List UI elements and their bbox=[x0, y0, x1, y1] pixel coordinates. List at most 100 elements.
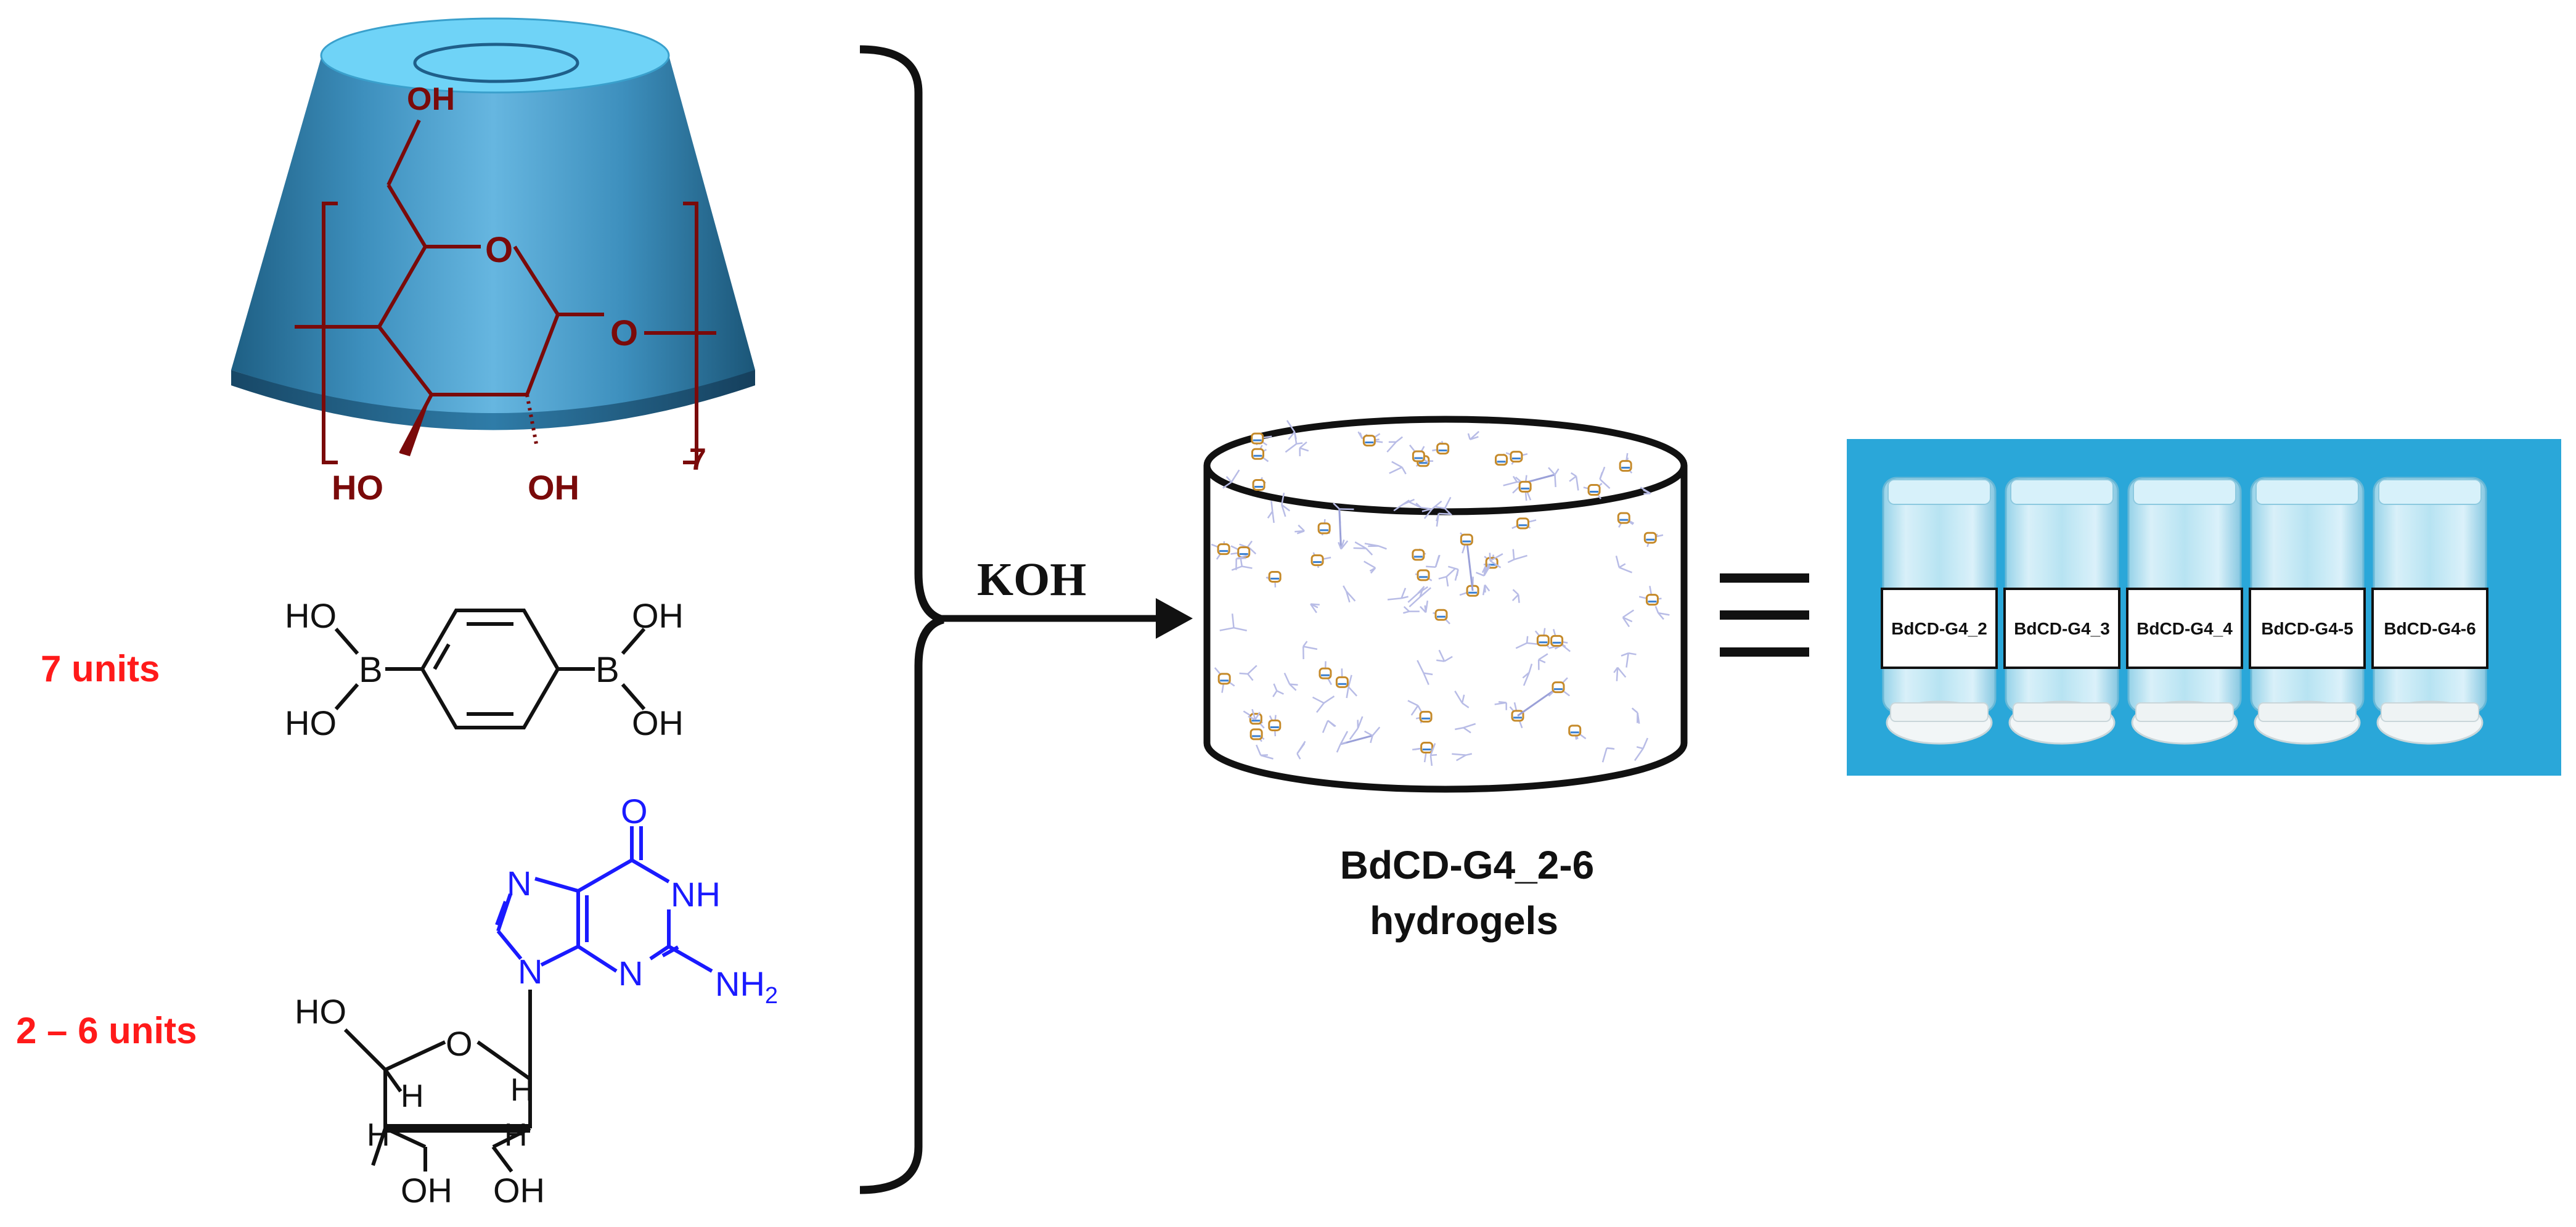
network-strand bbox=[1387, 597, 1402, 601]
network-strand bbox=[1570, 472, 1577, 477]
atom-n9: N bbox=[518, 952, 542, 991]
network-strand bbox=[1286, 420, 1296, 433]
atom-o-link: O bbox=[610, 313, 638, 353]
cyclodextrin-node bbox=[1550, 634, 1564, 647]
network-strand bbox=[1339, 731, 1349, 745]
network-strand bbox=[1445, 568, 1456, 578]
network-strand bbox=[1345, 591, 1351, 603]
network-strand bbox=[1417, 586, 1425, 594]
network-strand bbox=[1456, 569, 1459, 577]
network-strand bbox=[1456, 754, 1466, 761]
network-strand bbox=[1303, 646, 1318, 650]
network-strand bbox=[1421, 507, 1433, 512]
atom-ho-bottom-left: HO bbox=[285, 704, 337, 742]
network-strand bbox=[1241, 565, 1253, 569]
cyclodextrin-node bbox=[1434, 609, 1448, 621]
network-strand bbox=[1327, 720, 1336, 728]
network-strand bbox=[1513, 554, 1527, 560]
network-strand bbox=[1407, 700, 1418, 707]
network-strand bbox=[1636, 746, 1643, 750]
atom-oh-top-right: OH bbox=[632, 596, 684, 635]
reaction-arrow-head bbox=[1156, 598, 1193, 639]
network-strand bbox=[1312, 696, 1325, 704]
product-caption-line2: hydrogels bbox=[1370, 898, 1558, 943]
cyclodextrin-cone bbox=[231, 17, 755, 430]
vial-cap bbox=[1890, 702, 1989, 722]
network-strand bbox=[1431, 500, 1442, 510]
cyclodextrin-node bbox=[1645, 594, 1659, 606]
network-strand bbox=[1248, 715, 1256, 721]
cyclodextrin-node bbox=[1536, 634, 1550, 647]
vial: BdCD-G4_3 bbox=[2003, 477, 2120, 745]
network-strand bbox=[1310, 603, 1320, 606]
cyclodextrin-node bbox=[1268, 570, 1282, 583]
network-strand bbox=[1365, 548, 1373, 556]
network-strand bbox=[1389, 466, 1403, 474]
network-strand bbox=[1236, 554, 1248, 560]
network-strand bbox=[1293, 432, 1297, 440]
network-strand bbox=[1463, 723, 1476, 729]
vial-label: BdCD-G4_3 bbox=[2014, 619, 2110, 638]
network-strand bbox=[1357, 431, 1363, 440]
network-strand bbox=[1507, 559, 1515, 564]
cyclodextrin-node bbox=[1317, 522, 1331, 535]
network-strand bbox=[1455, 726, 1464, 731]
network-strand bbox=[1270, 501, 1274, 512]
vial-rim bbox=[2010, 479, 2114, 505]
network-strand bbox=[1640, 486, 1651, 494]
benzene-diboronic-acid bbox=[334, 609, 646, 729]
cyclodextrin-node bbox=[1510, 451, 1523, 463]
network-strand bbox=[1615, 556, 1620, 568]
atom-o-carbonyl: O bbox=[621, 792, 648, 831]
network-strand bbox=[1423, 673, 1429, 685]
vial-rim bbox=[1887, 479, 1991, 505]
vial-label: BdCD-G4_2 bbox=[1891, 619, 1987, 638]
vial-rim bbox=[2378, 479, 2482, 505]
network-strand bbox=[1448, 565, 1458, 570]
network-strand bbox=[1219, 626, 1234, 631]
network-strand bbox=[1444, 496, 1452, 509]
network-strand bbox=[1421, 507, 1430, 510]
hydrogel-cylinder bbox=[1203, 416, 1688, 793]
network-strand bbox=[1619, 563, 1626, 568]
network-strand bbox=[1354, 541, 1367, 549]
vial-label-box bbox=[2003, 588, 2120, 669]
network-strand bbox=[1310, 603, 1317, 614]
network-strand bbox=[1288, 431, 1296, 440]
network-strand bbox=[1272, 511, 1275, 523]
network-strand bbox=[1333, 503, 1340, 510]
network-strand bbox=[1343, 585, 1347, 592]
network-strand bbox=[1465, 539, 1474, 591]
network-strand bbox=[1642, 737, 1649, 749]
network-strand bbox=[1463, 727, 1471, 734]
network-strand bbox=[1281, 493, 1285, 505]
network-strand bbox=[1469, 430, 1479, 440]
cyclodextrin-node bbox=[1319, 667, 1332, 679]
cyclodextrin-node bbox=[1251, 432, 1264, 445]
repeat-subscript: 7 bbox=[689, 442, 706, 477]
vial-cap bbox=[2013, 702, 2111, 722]
atom-h2: H bbox=[510, 1072, 534, 1108]
atom-oh-top: OH bbox=[407, 81, 455, 117]
reagent-label: KOH bbox=[977, 554, 1086, 605]
product-caption-line1: BdCD-G4_2-6 bbox=[1340, 843, 1595, 887]
units-label-7: 7 units bbox=[41, 648, 160, 689]
atom-h1: H bbox=[401, 1078, 424, 1114]
network-strand bbox=[1372, 726, 1381, 736]
network-strand bbox=[1357, 716, 1364, 729]
network-strand bbox=[1225, 476, 1232, 483]
network-strand bbox=[1299, 441, 1307, 449]
network-strand bbox=[1276, 690, 1284, 695]
cyclodextrin-node bbox=[1417, 569, 1430, 581]
network-strand bbox=[1599, 478, 1611, 489]
ribose-sugar bbox=[343, 990, 532, 1173]
network-strand bbox=[1518, 594, 1520, 603]
cyclodextrin-node bbox=[1436, 443, 1450, 455]
network-strand bbox=[1434, 506, 1445, 509]
cyclodextrin-node bbox=[1587, 484, 1601, 496]
vial-label: BdCD-G4_4 bbox=[2136, 619, 2233, 638]
network-strand bbox=[1391, 461, 1403, 468]
network-strand bbox=[1462, 702, 1470, 708]
network-strand bbox=[1419, 587, 1431, 598]
units-label-2-6: 2 – 6 units bbox=[16, 1010, 197, 1051]
